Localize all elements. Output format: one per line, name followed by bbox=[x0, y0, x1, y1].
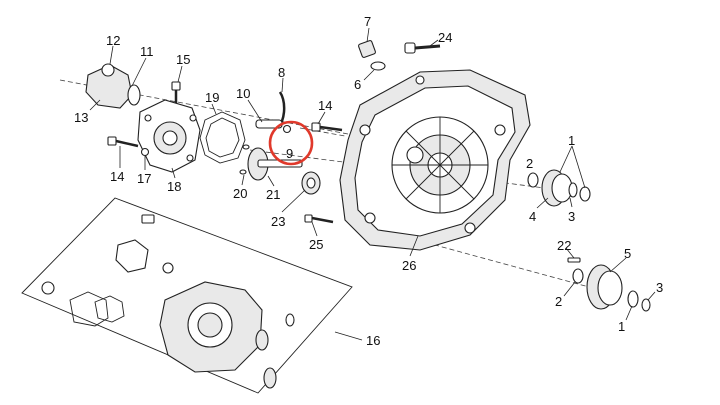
gear-4 bbox=[527, 169, 591, 207]
callout-2-top: 2 bbox=[526, 156, 533, 171]
callout-10: 10 bbox=[236, 86, 250, 101]
callout-9: 9 bbox=[286, 146, 293, 161]
callout-17: 17 bbox=[137, 171, 151, 186]
callout-22: 22 bbox=[557, 238, 571, 253]
leader-lines bbox=[89, 27, 656, 341]
callout-25: 25 bbox=[309, 237, 323, 252]
callout-2-bottom: 2 bbox=[555, 294, 562, 309]
pump-cover bbox=[137, 99, 201, 173]
callout-19: 19 bbox=[205, 90, 219, 105]
callout-13: 13 bbox=[74, 110, 88, 125]
bolt-14-right bbox=[311, 122, 343, 132]
clutch-cover bbox=[339, 69, 531, 251]
callout-18: 18 bbox=[167, 179, 181, 194]
callout-3-top: 3 bbox=[568, 209, 575, 224]
callout-21: 21 bbox=[266, 187, 280, 202]
callout-8: 8 bbox=[278, 65, 285, 80]
callout-14-left: 14 bbox=[110, 169, 124, 184]
callout-16: 16 bbox=[366, 333, 380, 348]
callout-20: 20 bbox=[233, 186, 247, 201]
callout-23: 23 bbox=[271, 214, 285, 229]
callout-7: 7 bbox=[364, 14, 371, 29]
callout-1-top: 1 bbox=[568, 133, 575, 148]
oil-plug bbox=[358, 40, 386, 71]
callout-6: 6 bbox=[354, 77, 361, 92]
hose-fitting bbox=[85, 63, 141, 109]
highlight-circle bbox=[268, 120, 314, 166]
assembly-inset bbox=[21, 197, 353, 394]
callout-24: 24 bbox=[438, 30, 452, 45]
callout-26: 26 bbox=[402, 258, 416, 273]
bearing bbox=[301, 171, 321, 195]
pump-gasket bbox=[199, 111, 246, 164]
callout-4: 4 bbox=[529, 209, 536, 224]
callout-15: 15 bbox=[176, 52, 190, 67]
bolt-25 bbox=[304, 214, 334, 224]
long-bolt bbox=[404, 42, 441, 54]
callout-5: 5 bbox=[624, 246, 631, 261]
callout-14-right: 14 bbox=[318, 98, 332, 113]
callout-1-bottom: 1 bbox=[618, 319, 625, 334]
bolt-14-left bbox=[107, 136, 150, 157]
callout-3-bottom: 3 bbox=[656, 280, 663, 295]
bolt-15 bbox=[171, 81, 181, 103]
callout-labels: 12 11 13 15 19 8 10 14 9 14 17 18 20 21 … bbox=[74, 14, 663, 348]
callout-12: 12 bbox=[106, 33, 120, 48]
gear-5 bbox=[567, 257, 651, 312]
callout-11: 11 bbox=[140, 44, 154, 59]
